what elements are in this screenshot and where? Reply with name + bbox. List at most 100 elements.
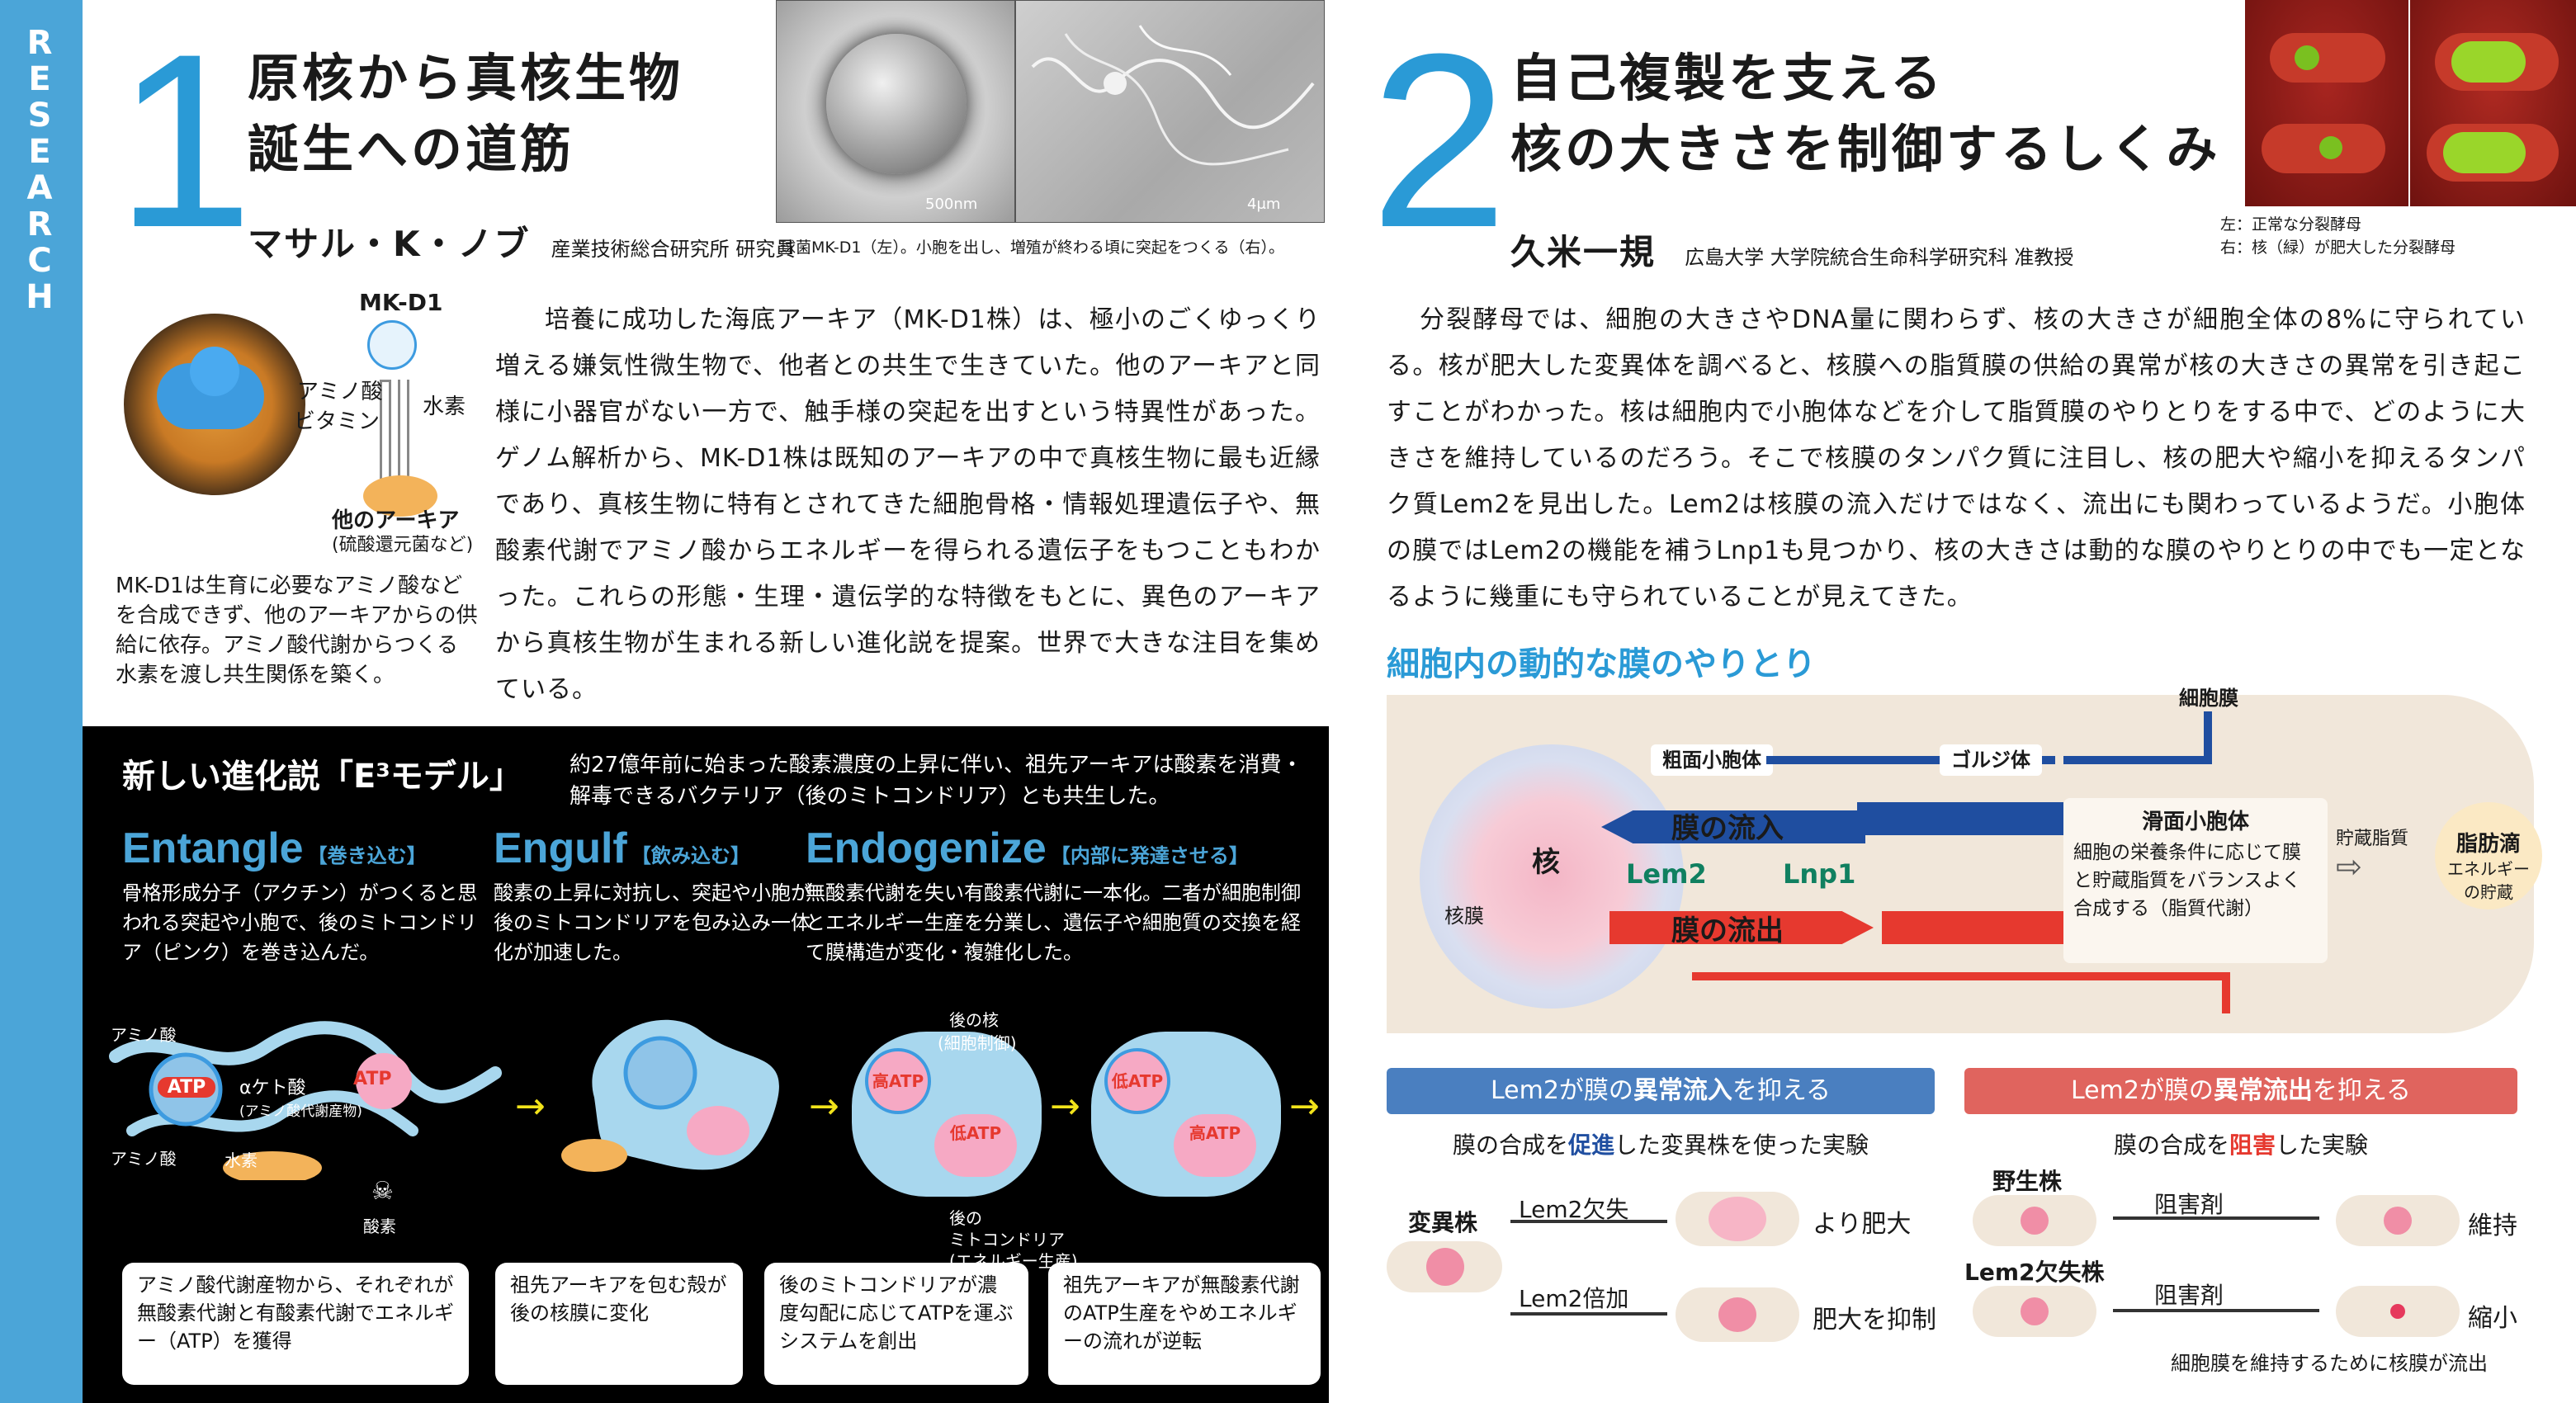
mkd1-protrusion-photo: 4μm <box>1015 0 1325 223</box>
yellow-arrow-3: → <box>1050 1085 1080 1127</box>
storage-arrow: ⇨ <box>2336 848 2362 885</box>
nucleus-label: 後の核 <box>949 1010 999 1030</box>
engulf-sub: 【飲み込む】 <box>631 844 750 867</box>
plasma-membrane-label: 細胞膜 <box>2179 687 2238 710</box>
enlarged-result-cell <box>1676 1192 1799 1246</box>
low-atp-nucleus: 低ATP <box>1104 1048 1170 1114</box>
efflux-arrow <box>1609 911 1874 944</box>
engulf-illustration <box>561 1019 779 1172</box>
right-panel-note: 細胞膜を維持するために核膜が流出 <box>2171 1352 2488 1375</box>
entangle-title: Entangle <box>122 824 304 872</box>
rough-er-label: 粗面小胞体 <box>1651 744 1773 776</box>
lnp1-label: Lnp1 <box>1783 858 1856 890</box>
endogenize-cell-1: 高ATP 低ATP <box>852 1032 1042 1197</box>
inhibitor-label-1: 阻害剤 <box>2154 1191 2224 1218</box>
keto-label: αケト酸 <box>239 1078 306 1098</box>
mutant-strain-label: 変異株 <box>1408 1209 1478 1236</box>
stage-entangle: Entangle 【巻き込む】 骨格形成分子（アクチン）がつくると思われる突起や… <box>122 824 485 967</box>
mkd1-sem-photo: 500nm <box>776 0 1015 223</box>
lipid-droplet: 脂肪滴 エネルギーの貯蔵 <box>2435 802 2542 909</box>
yellow-arrow-4: → <box>1289 1085 1320 1127</box>
er-to-golgi-arrow <box>1766 756 2055 764</box>
hydrogen-arrow <box>398 380 409 479</box>
right-panel-header: Lem2が膜の異常流出を抑える <box>1964 1068 2517 1114</box>
article1-author: マサル・K・ノブ <box>248 224 531 264</box>
storage-lipid-label: 貯蔵脂質 <box>2336 829 2409 849</box>
lem2-deletion-label: Lem2欠失 <box>1519 1196 1629 1223</box>
nuclear-membrane-label: 核膜 <box>1444 905 1484 928</box>
enlarged-nucleus-yeast-photo <box>2410 0 2576 206</box>
article1-byline: マサル・K・ノブ 産業技術総合研究所 研究員 <box>248 216 795 267</box>
entangle-text: 骨格形成分子（アクチン）がつくると思われる突起や小胞で、後のミトコンドリア（ピン… <box>122 881 478 964</box>
nucleus-region <box>1420 744 1684 1009</box>
influx-arrow <box>1601 810 1865 843</box>
yellow-arrow-1: → <box>515 1085 546 1127</box>
inhibitor-label-2: 阻害剤 <box>2154 1282 2224 1309</box>
amino-label-1: アミノ酸 <box>111 1025 177 1045</box>
article1-affiliation: 産業技術総合研究所 研究員 <box>551 238 796 261</box>
high-atp-nucleus: 高ATP <box>865 1048 931 1114</box>
engulf-title: Engulf <box>494 824 627 872</box>
smooth-er-text: 細胞の栄養条件に応じて膜と貯蔵脂質をバランスよく合成する（脂質代謝） <box>2073 842 2301 919</box>
article2-body: 分裂酵母では、細胞の大きさやDNA量に関わらず、核の大きさが細胞全体の8%に守ら… <box>1387 305 2526 612</box>
lem2-double-label: Lem2倍加 <box>1519 1285 1629 1312</box>
shrink-label: 縮小 <box>2468 1304 2517 1333</box>
right-panel-sub: 膜の合成を阻害した実験 <box>2113 1131 2369 1159</box>
article2-byline: 久米一規 広島大学 大学院統合生命科学研究科 准教授 <box>1510 224 2073 275</box>
mito-label-2: ミトコンドリア <box>949 1230 1065 1249</box>
mutant-arrow <box>2113 1309 2319 1312</box>
other-archaea-icon <box>363 475 437 517</box>
wild-arrow <box>2113 1216 2319 1220</box>
wild-type-label: 野生株 <box>1992 1168 2063 1195</box>
article2-photo-caption-2: 右：核（緑）が肥大した分裂酵母 <box>2220 239 2456 257</box>
skull-icon: ☠ <box>371 1177 394 1206</box>
scale-bar-500nm: 500nm <box>925 196 978 213</box>
engulf-text: 酸素の上昇に対抗し、突起や小胞が後のミトコンドリアを包み込み一体化が加速した。 <box>494 881 811 964</box>
stage-engulf: Engulf 【飲み込む】 酸素の上昇に対抗し、突起や小胞が後のミトコンドリアを… <box>494 824 815 967</box>
efflux-label: 膜の流出 <box>1671 914 1784 947</box>
article2-author: 久米一規 <box>1510 232 1657 272</box>
smooth-er-efflux-arrow <box>1882 911 2072 944</box>
top-arrow <box>1510 1220 1667 1223</box>
amino-label: アミノ酸 <box>297 380 383 404</box>
entangle-sub: 【巻き込む】 <box>307 844 427 867</box>
callout-2: 祖先アーキアを包む殻が後の核膜に変化 <box>495 1263 743 1385</box>
shrunk-cell <box>2336 1286 2460 1337</box>
bottom-result-label: 肥大を抑制 <box>1813 1306 1936 1335</box>
keto-sub-label: (アミノ酸代謝産物) <box>239 1103 362 1120</box>
callout-1: アミノ酸代謝産物から、それぞれが無酸素代謝と有酸素代謝でエネルギー（ATP）を獲… <box>122 1263 469 1385</box>
mkd1-cell-icon <box>367 320 417 370</box>
maintain-label: 維持 <box>2468 1212 2517 1240</box>
article1-photo-caption: 球菌MK-D1（左）。小胞を出し、増殖が終わる頃に突起をつくる（右）。 <box>780 239 1285 257</box>
maintained-cell <box>2336 1195 2460 1246</box>
micrograph-circle <box>124 314 305 495</box>
lem2-label: Lem2 <box>1626 858 1707 890</box>
other-archaea-label: 他のアーキア <box>332 508 460 533</box>
endogenize-text: 無酸素代謝を失い有酸素代謝に一本化。二者が細胞制御とエネルギー生産を分業し、遺伝… <box>806 881 1301 964</box>
entangle-illustration <box>109 1021 502 1180</box>
sidebar-label: RESEARCH <box>26 24 57 316</box>
endogenize-cell-2: 低ATP 高ATP <box>1091 1032 1281 1197</box>
hydrogen-label: 水素 <box>423 394 466 419</box>
h2-label: 水素 <box>225 1150 258 1170</box>
normal-yeast-photo <box>2245 0 2408 206</box>
callout-3: 後のミトコンドリアが濃度勾配に応じてATPを運ぶシステムを創出 <box>764 1263 1028 1385</box>
article2-title: 自己複製を支える 核の大きさを制御するしくみ <box>1510 48 2221 179</box>
smooth-er-title: 滑面小胞体 <box>2141 810 2249 834</box>
cell-diagram: 核 核膜 粗面小胞体 ゴルジ体 細胞膜 膜の流入 膜の流出 Lem2 Lnp1 … <box>1387 687 2542 1033</box>
high-atp-mito: 高ATP <box>1174 1114 1256 1177</box>
golgi-label: ゴルジ体 <box>1940 744 2042 776</box>
nucleus-sub-label: (細胞制御) <box>938 1033 1017 1053</box>
coccus-shape <box>826 34 967 174</box>
article2-number: 2 <box>1370 2 1508 279</box>
atp-badge-1: ATP <box>158 1077 215 1098</box>
article1-title: 原核から真核生物 誕生への道筋 <box>248 48 684 179</box>
endogenize-title: Endogenize <box>806 824 1047 872</box>
other-archaea-sub: (硫酸還元菌など) <box>332 535 474 555</box>
lem2-deletion-cell <box>1973 1286 2096 1337</box>
protrusion-lines <box>1031 25 1315 166</box>
article1-body: 培養に成功した海底アーキア（MK-D1株）は、極小のごくゆっくり増える嫌気性微生… <box>495 305 1321 704</box>
article2-photo-caption-1: 左：正常な分裂酵母 <box>2220 215 2362 234</box>
lem2-deletion-strain-label: Lem2欠失株 <box>1964 1259 2105 1286</box>
suppressed-result-cell <box>1676 1287 1799 1342</box>
